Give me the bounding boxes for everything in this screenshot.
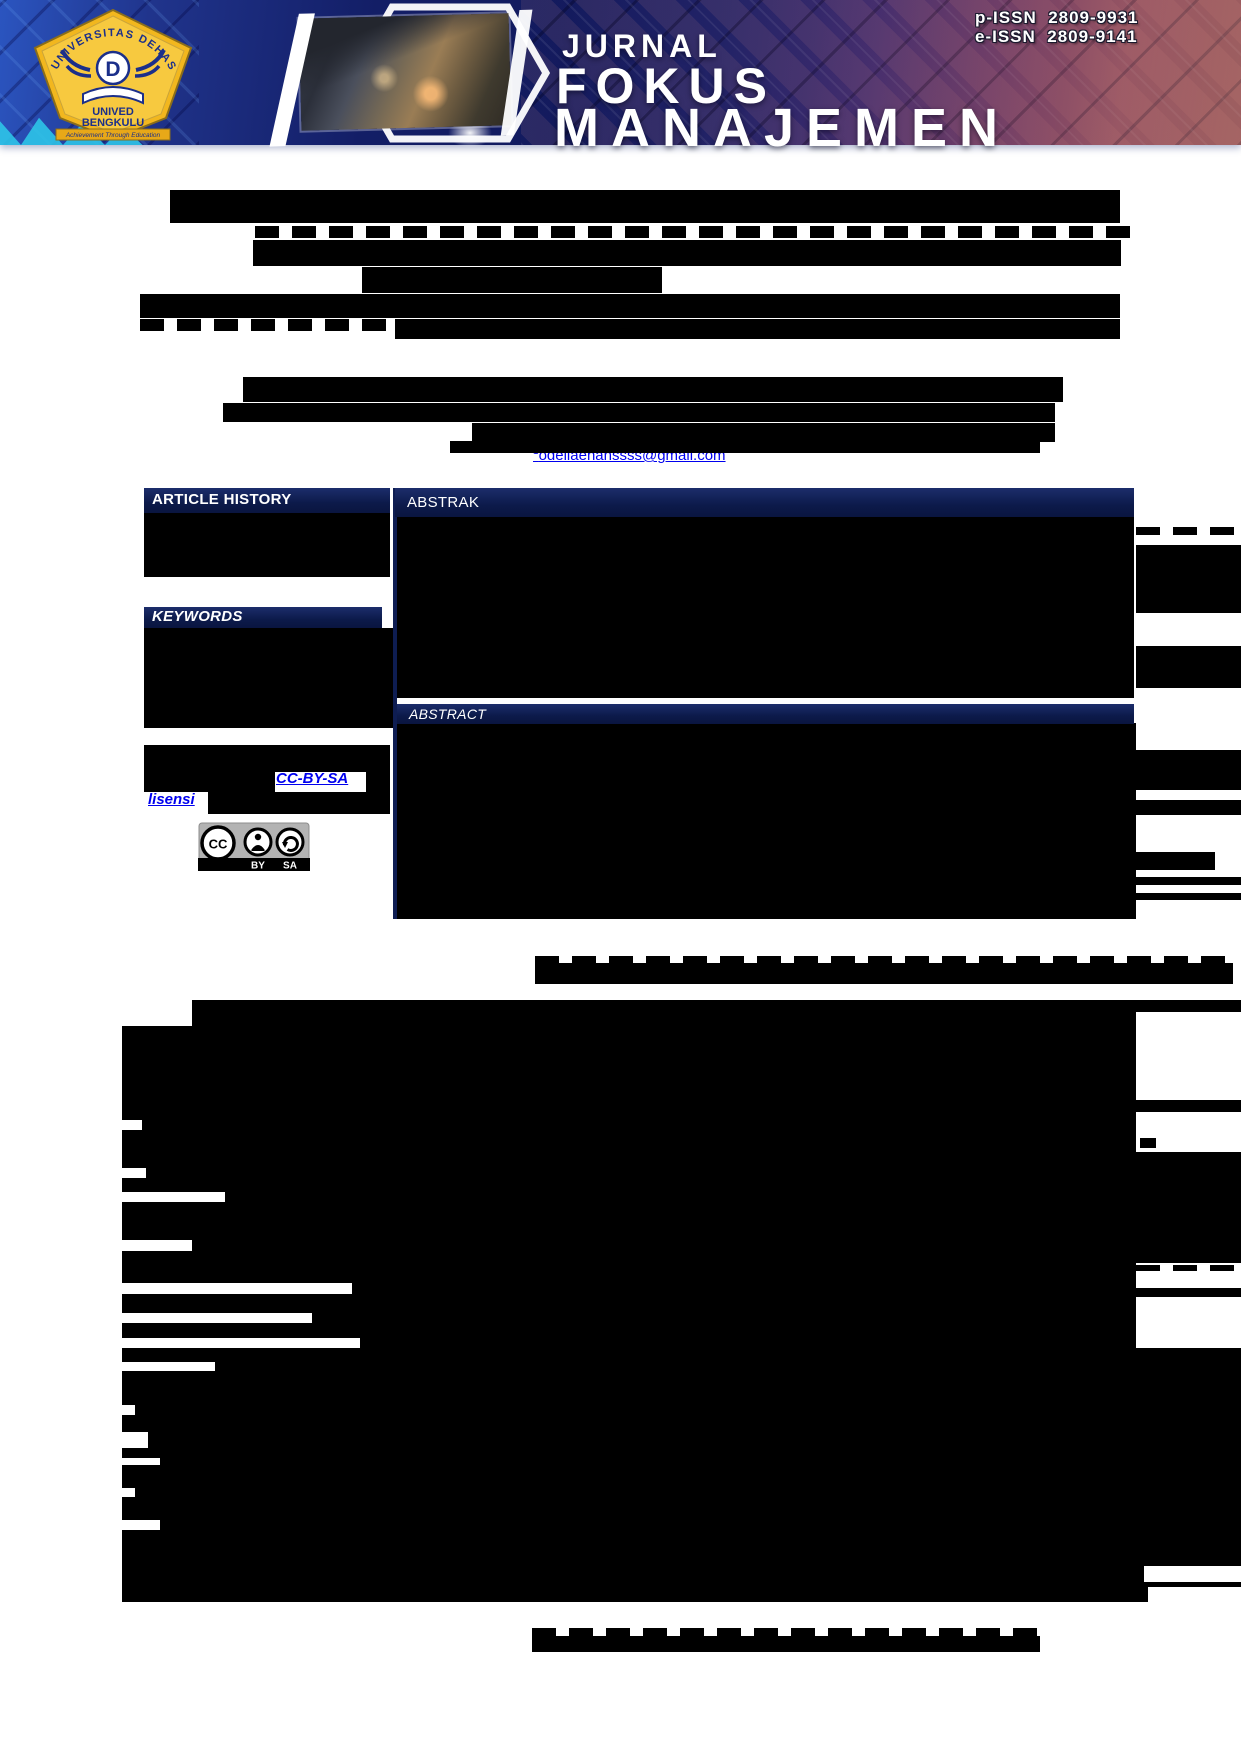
article-history-header: ARTICLE HISTORY xyxy=(144,488,390,513)
margin-redaction xyxy=(1136,646,1241,688)
logo-wing-left-icon xyxy=(60,49,91,72)
badge-sa-label: SA xyxy=(283,861,297,872)
logo-motto: Achievement Through Education xyxy=(65,132,161,139)
body-line-gap xyxy=(1144,1566,1241,1582)
abstrak-text xyxy=(397,517,1134,698)
footer-dashes xyxy=(532,1628,1040,1636)
body-line-gap xyxy=(122,1338,360,1348)
badge-by-label: BY xyxy=(251,861,265,872)
email-cover xyxy=(450,441,1040,453)
affiliation-line-2 xyxy=(223,403,1055,422)
margin-redaction xyxy=(1136,800,1241,815)
logo-initial: D xyxy=(105,58,120,81)
journal-name-jurnal: JURNAL xyxy=(562,28,722,64)
p-issn-number: 2809-9931 xyxy=(1048,8,1139,27)
section-heading xyxy=(535,963,1233,984)
margin-redaction xyxy=(1136,1288,1241,1297)
citation-line-3 xyxy=(208,792,390,814)
body-line-gap xyxy=(122,1520,160,1530)
e-issn-label: e-ISSN xyxy=(975,27,1036,46)
journal-name-manajemen: MANAJEMEN xyxy=(554,98,1011,158)
body-line-gap xyxy=(122,1192,225,1202)
body-line-gap xyxy=(1148,1587,1241,1602)
abstract-header: ABSTRACT xyxy=(397,704,1134,724)
margin-redaction xyxy=(1130,877,1241,885)
margin-redaction xyxy=(1136,527,1241,535)
body-line-gap xyxy=(122,1313,312,1323)
margin-redaction xyxy=(1130,893,1241,900)
e-issn-number: 2809-9141 xyxy=(1047,27,1138,46)
title-line-4 xyxy=(362,267,662,293)
body-line-gap xyxy=(122,1362,215,1371)
body-line-gap xyxy=(122,1488,135,1497)
body-line-gap xyxy=(122,1405,135,1415)
e-issn: e-ISSN 2809-9141 xyxy=(975,27,1138,47)
margin-redaction xyxy=(1130,852,1215,870)
keywords-header: KEYWORDS xyxy=(144,607,382,628)
university-logo: UNIVERSITAS DEHASEN D UNIVED BENGKULU Ac… xyxy=(28,6,193,141)
citation-line-2b xyxy=(366,772,390,792)
logo-unived: UNIVED xyxy=(92,106,134,118)
logo-book-icon xyxy=(82,86,144,105)
affiliation-line-3 xyxy=(472,423,1055,442)
by-person-icon xyxy=(243,827,273,857)
body-line-gap xyxy=(122,1283,352,1294)
body-text xyxy=(122,1000,1136,1602)
authors-superscripts xyxy=(140,319,450,331)
footer-line xyxy=(532,1636,1040,1652)
cc-circle-text: CC xyxy=(209,837,228,852)
abstrak-header: ABSTRAK xyxy=(395,488,1134,517)
margin-redaction xyxy=(1136,1152,1241,1263)
keywords-text xyxy=(144,628,395,728)
p-issn: p-ISSN 2809-9931 xyxy=(975,8,1139,28)
cc-by-sa-link[interactable]: CC-BY-SA xyxy=(276,770,349,787)
title-line-3 xyxy=(253,240,1121,266)
authors-line-2 xyxy=(395,319,1120,339)
license-link[interactable]: lisensi xyxy=(148,791,195,808)
body-line-gap xyxy=(122,1168,146,1178)
body-line-gap xyxy=(122,1432,148,1448)
section-heading-notch xyxy=(535,956,1233,964)
authors-line xyxy=(140,294,1120,318)
margin-redaction xyxy=(1120,1000,1241,1012)
body-line-gap xyxy=(122,1120,142,1130)
logo-emblem xyxy=(95,50,131,86)
citation-line-2a xyxy=(144,772,275,792)
margin-redaction xyxy=(1140,1138,1156,1148)
body-text-right xyxy=(1136,1348,1241,1602)
abstract-text xyxy=(397,723,1136,919)
cc-by-sa-badge[interactable]: CC BY SA xyxy=(198,822,310,871)
title-line-1 xyxy=(170,190,1120,223)
logo-ribbon xyxy=(55,128,171,141)
margin-redaction xyxy=(1136,750,1241,790)
body-line-gap xyxy=(122,1458,160,1465)
article-history-text xyxy=(144,513,390,577)
citation-line-1 xyxy=(144,745,390,772)
logo-bengkulu: BENGKULU xyxy=(82,117,144,129)
affiliation-line-1 xyxy=(243,377,1063,402)
logo-wing-right-icon xyxy=(135,49,166,72)
p-issn-label: p-ISSN xyxy=(975,8,1037,27)
body-line-gap xyxy=(122,1000,192,1026)
journal-name-fokus: FOKUS xyxy=(556,58,776,114)
abstract-column-border xyxy=(393,488,397,919)
margin-redaction xyxy=(1136,1100,1241,1112)
body-line-gap xyxy=(122,1240,192,1251)
title-line-2 xyxy=(255,226,1135,238)
margin-redaction xyxy=(1136,1265,1241,1271)
margin-redaction xyxy=(1136,545,1241,613)
cc-circle-icon xyxy=(200,825,236,861)
